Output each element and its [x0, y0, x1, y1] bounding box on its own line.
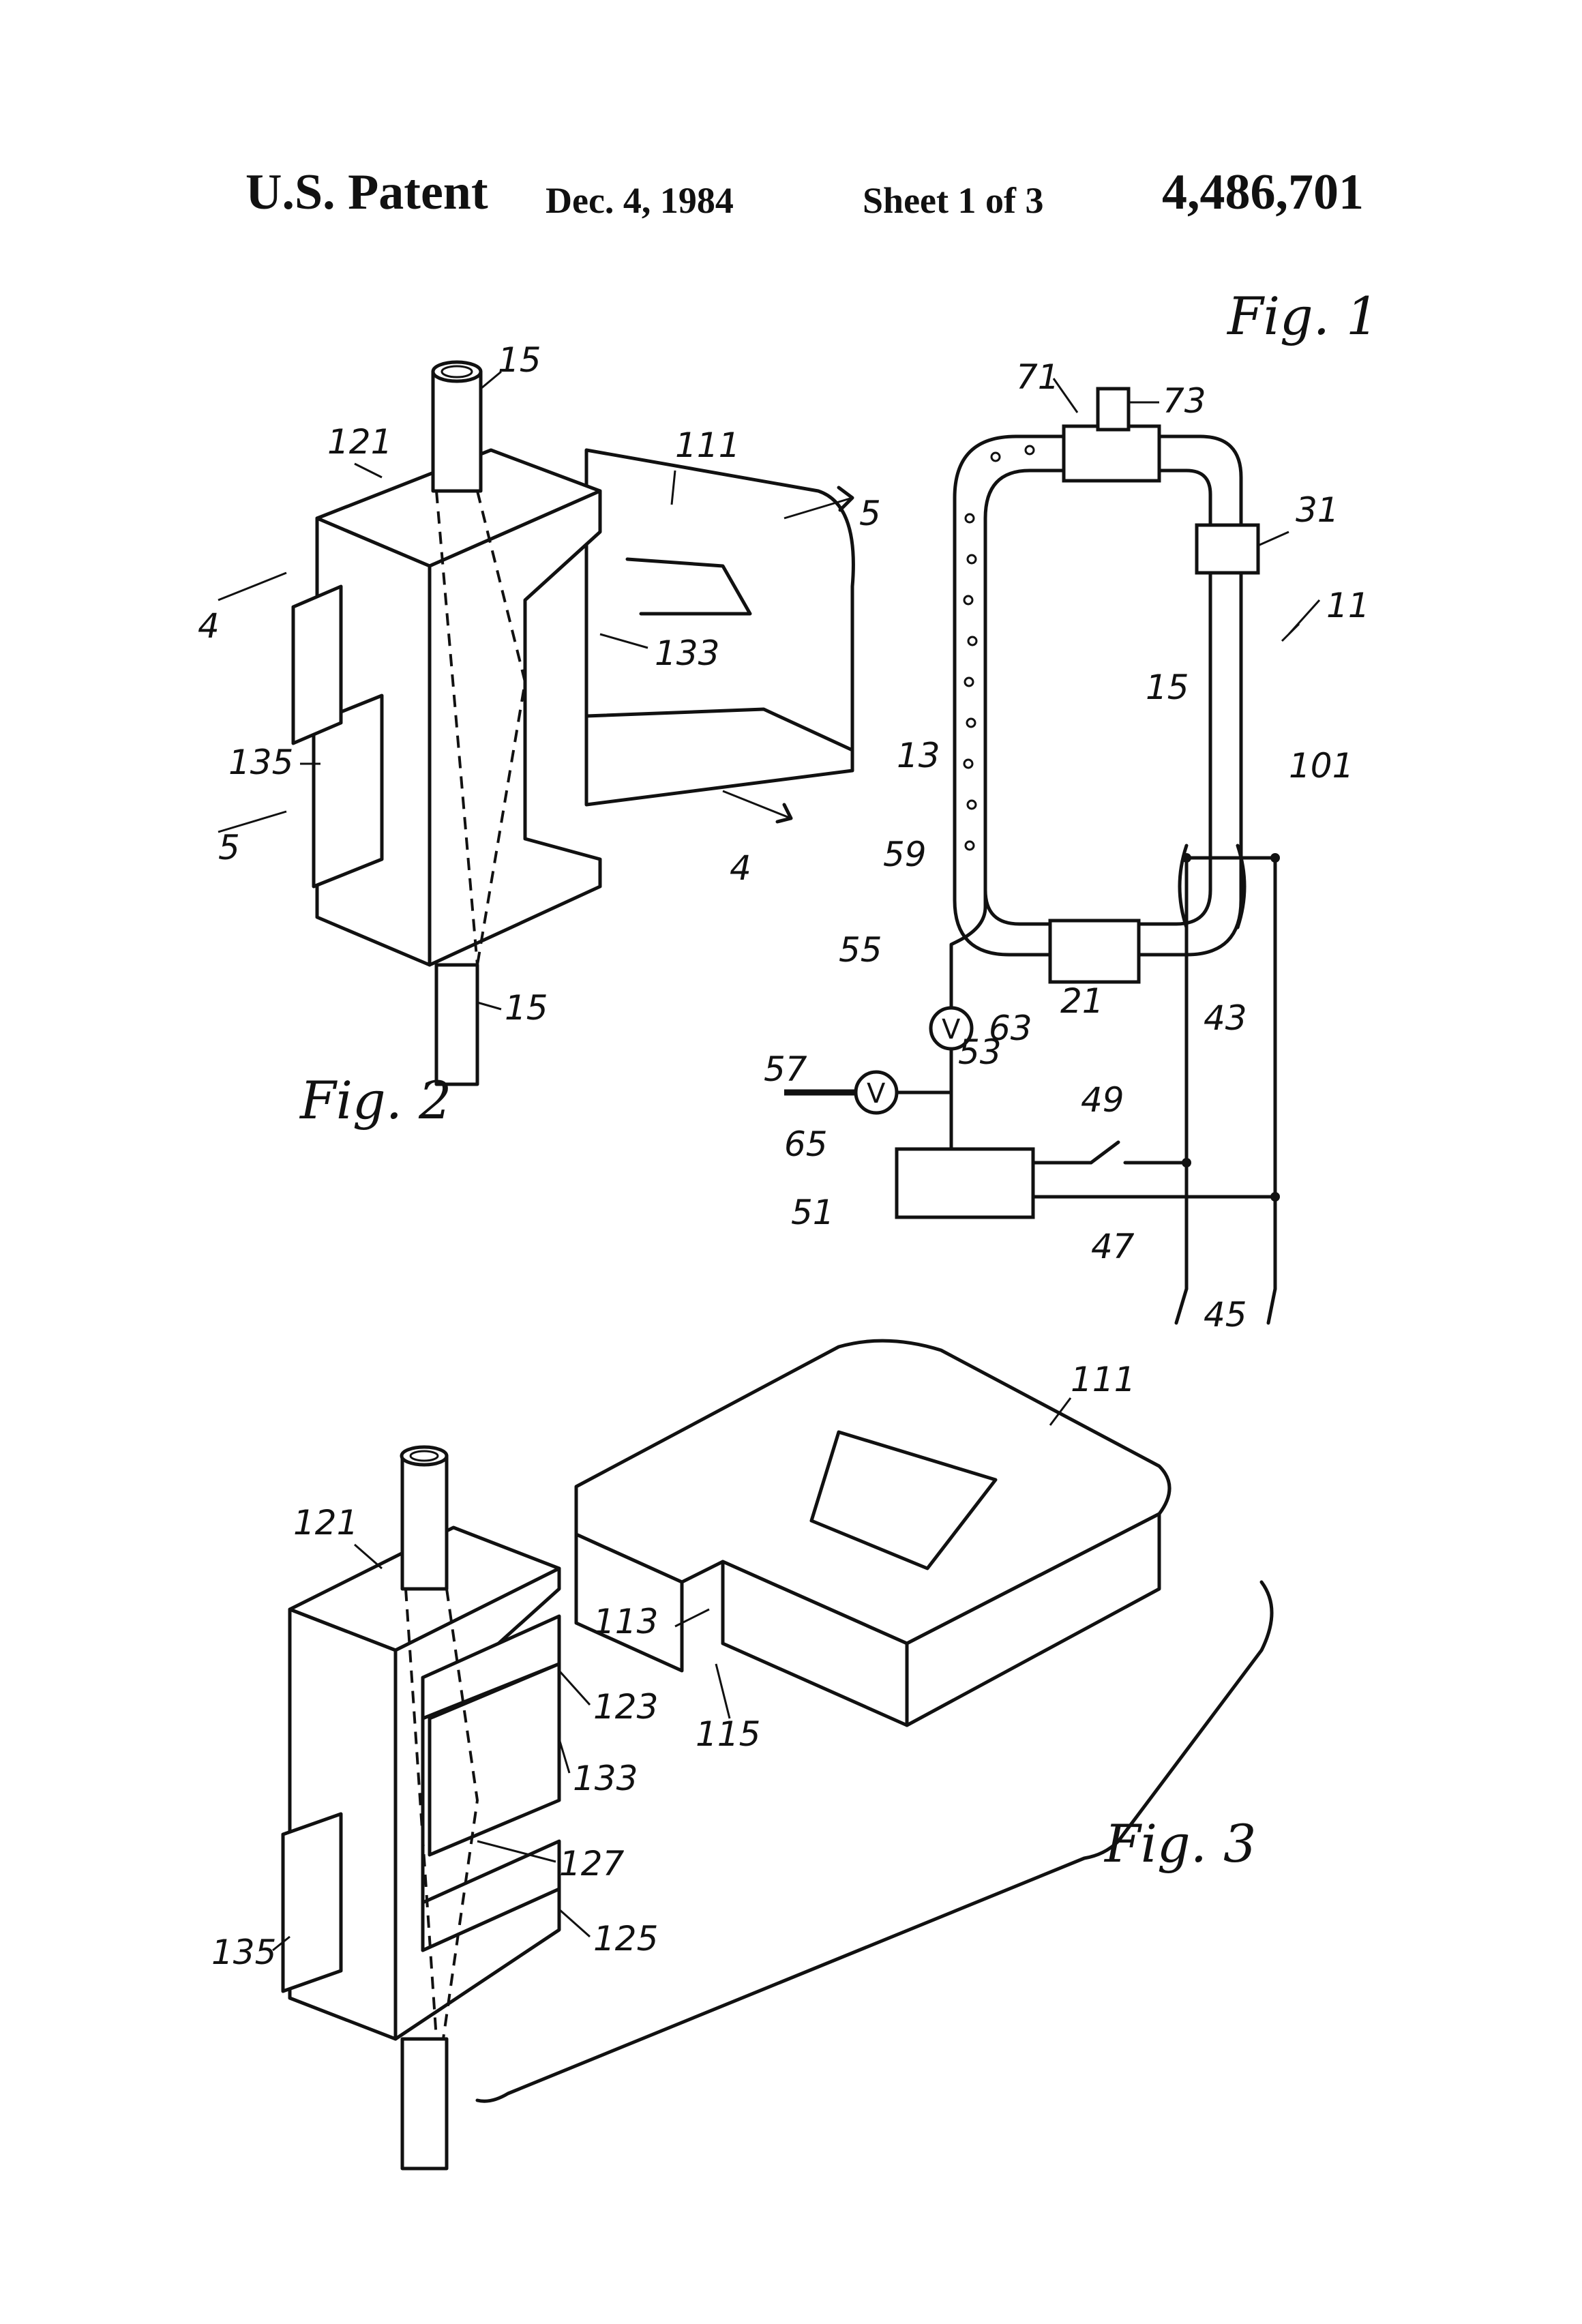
- svg-text:135: 135: [211, 1933, 276, 1972]
- svg-text:59: 59: [883, 835, 927, 874]
- svg-text:13: 13: [897, 736, 940, 775]
- svg-text:121: 121: [327, 422, 392, 462]
- svg-text:55: 55: [839, 930, 882, 970]
- svg-text:135: 135: [228, 743, 293, 782]
- svg-text:5: 5: [218, 828, 240, 867]
- svg-text:53: 53: [958, 1032, 1002, 1072]
- svg-text:15: 15: [1146, 668, 1189, 707]
- svg-text:31: 31: [1296, 490, 1339, 530]
- fig1-component-31: [1197, 525, 1258, 573]
- fig1-vent-73: [1098, 389, 1129, 430]
- svg-text:71: 71: [1016, 357, 1060, 397]
- svg-text:73: 73: [1163, 381, 1206, 421]
- svg-text:15: 15: [498, 340, 541, 380]
- fig1-pipe-outer: [955, 436, 1241, 955]
- svg-text:133: 133: [655, 634, 719, 673]
- svg-text:43: 43: [1204, 998, 1247, 1038]
- svg-text:121: 121: [293, 1503, 358, 1543]
- fig2-caption: Fig. 2: [299, 1070, 451, 1131]
- fig3-conductor-bottom: [402, 2039, 447, 2169]
- fig3-winding-135: [283, 1814, 341, 1991]
- fig3-diagram: 111 113 115 121 123 133 127 125 135 Fig.…: [211, 1341, 1272, 2169]
- svg-text:11: 11: [1326, 586, 1370, 625]
- svg-text:4: 4: [198, 606, 220, 646]
- svg-text:21: 21: [1060, 981, 1104, 1021]
- svg-text:101: 101: [1289, 746, 1354, 786]
- svg-text:65: 65: [784, 1124, 828, 1164]
- svg-text:4: 4: [730, 848, 751, 888]
- fig3-conductor-top: [402, 1456, 447, 1589]
- fig2-conductor-15-bottom: [436, 965, 477, 1084]
- svg-text:5: 5: [859, 494, 881, 533]
- svg-text:45: 45: [1204, 1295, 1247, 1335]
- svg-text:51: 51: [791, 1193, 835, 1232]
- svg-text:47: 47: [1091, 1227, 1135, 1266]
- fig2-conductor-15-top: [433, 372, 481, 491]
- svg-text:15: 15: [505, 988, 548, 1028]
- fig2-block-121-side: [430, 491, 600, 965]
- svg-text:125: 125: [593, 1919, 658, 1958]
- svg-text:57: 57: [764, 1049, 807, 1089]
- svg-text:133: 133: [573, 1759, 638, 1798]
- svg-text:127: 127: [559, 1844, 625, 1883]
- fig1-valve-65-label: V: [867, 1078, 886, 1109]
- svg-text:115: 115: [696, 1714, 760, 1754]
- svg-text:49: 49: [1081, 1080, 1124, 1120]
- fig1-switch-49: [1091, 1142, 1118, 1163]
- fig2-core-111: [586, 450, 853, 805]
- fig1-component-21: [1050, 921, 1139, 982]
- fig2-diagram: 4 4 5 5 15 121 111 133 135 15 Fig. 2: [198, 340, 881, 1131]
- svg-text:113: 113: [593, 1602, 658, 1641]
- fig3-caption: Fig. 3: [1103, 1813, 1256, 1874]
- svg-text:111: 111: [1071, 1360, 1135, 1399]
- svg-text:111: 111: [675, 426, 740, 465]
- svg-text:123: 123: [593, 1687, 658, 1727]
- fig1-caption: Fig. 1: [1226, 286, 1379, 346]
- fig1-separator-71: [1064, 426, 1159, 481]
- fig1-diagram: V V 71 73 31 11 15 101 13 59 55 63 21 43…: [764, 286, 1379, 1335]
- fig1-controller-51: [897, 1149, 1033, 1217]
